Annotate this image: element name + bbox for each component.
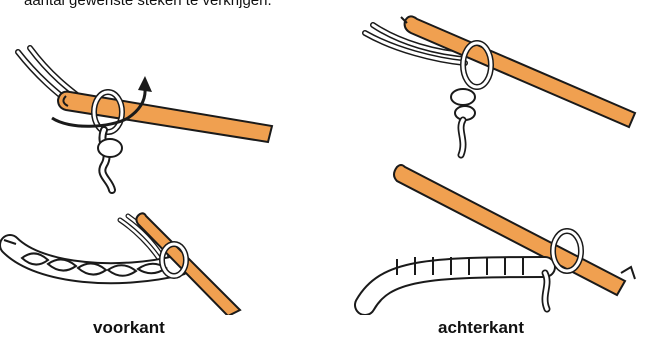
caption-back: achterkant: [438, 318, 524, 338]
illustration-slip-knot: [345, 5, 645, 165]
illustration-chain-front: [0, 200, 300, 315]
illustration-yarn-over-hook: [0, 30, 300, 205]
illustration-chain-back: [345, 155, 645, 315]
caption-front: voorkant: [93, 318, 165, 338]
instruction-text: aantal gewenste steken te verkrijgen.: [24, 0, 272, 9]
